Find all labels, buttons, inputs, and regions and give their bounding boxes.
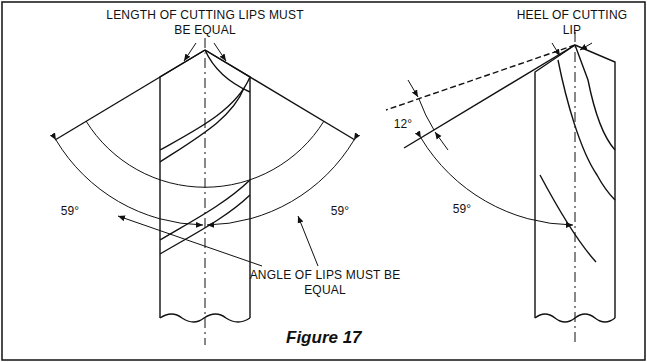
angle-label: 59° [50,204,90,219]
drill-side-view [386,32,615,345]
angle-label: 12° [388,117,418,132]
note-label: ANGLE OF LIPS MUST BE EQUAL [240,268,410,298]
angle-label: 59° [320,204,360,219]
note-label: LENGTH OF CUTTING LIPS MUST BE EQUAL [105,8,305,38]
drill-front-view [55,38,355,345]
note-label: HEEL OF CUTTING LIP [507,8,637,38]
angle-label: 59° [442,202,482,217]
figure-caption: Figure 17 [286,328,362,348]
